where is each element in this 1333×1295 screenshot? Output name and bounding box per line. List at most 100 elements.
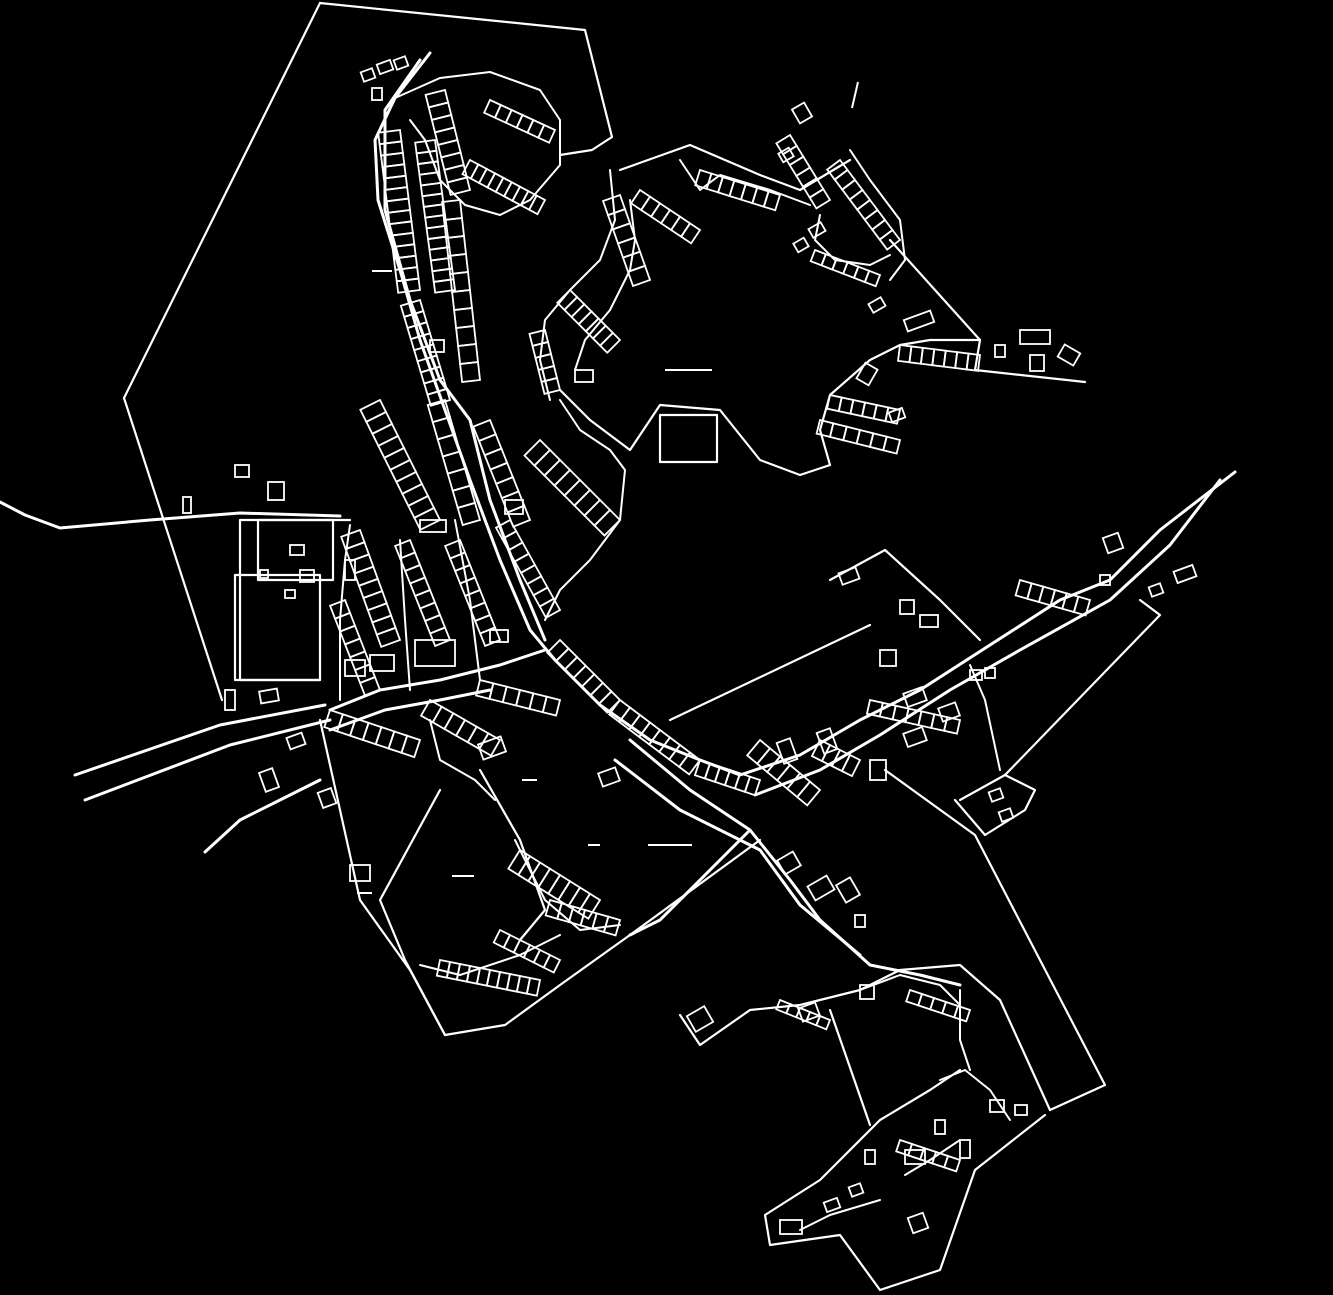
east-boundary <box>668 548 1162 1112</box>
parcel-lot <box>456 501 482 527</box>
parcel-lot <box>762 190 782 212</box>
building-footprint <box>994 344 1006 358</box>
building-footprint <box>854 914 866 928</box>
building-footprint <box>489 629 509 643</box>
building-footprint <box>1147 582 1165 598</box>
building-footprint <box>859 984 875 1000</box>
building-footprint <box>906 1211 930 1235</box>
building-footprint <box>344 559 356 581</box>
building-footprint <box>902 309 936 333</box>
parcel-lot <box>542 953 562 974</box>
parcel-lot <box>459 361 481 383</box>
building-footprint <box>224 689 236 711</box>
building-footprint <box>257 767 281 793</box>
parcel-lot <box>577 892 602 920</box>
parcel-lot <box>795 780 822 807</box>
building-footprint <box>822 1196 842 1214</box>
building-footprint <box>574 369 594 383</box>
area-label-marks <box>357 270 712 894</box>
parcel-lot <box>626 264 652 288</box>
road-stub <box>851 81 859 109</box>
building-footprint <box>685 1004 715 1034</box>
building-footprint <box>359 67 377 83</box>
parcel-lot <box>541 695 562 717</box>
parcel-lot <box>943 716 962 735</box>
building-footprint <box>796 1001 822 1023</box>
building-footprint <box>375 58 395 76</box>
building-footprint <box>1172 563 1198 585</box>
building-footprint <box>834 876 862 904</box>
building-footprint <box>284 589 296 599</box>
building-footprint <box>316 786 338 810</box>
building-footprint <box>1099 574 1111 586</box>
building-footprint <box>899 599 915 615</box>
building-footprint <box>904 1149 926 1165</box>
building-footprint <box>419 519 447 533</box>
building-footprint <box>429 339 445 353</box>
northeast-boundary <box>558 143 1087 477</box>
parcel-lot <box>677 751 702 776</box>
building-footprint <box>959 1139 971 1159</box>
parcel-lot <box>679 222 702 245</box>
building-footprint <box>1056 343 1082 367</box>
parcel-lot <box>808 187 832 210</box>
building-footprint <box>182 496 192 514</box>
building-footprint <box>234 464 250 478</box>
sports-field <box>658 413 719 464</box>
building-footprint <box>775 737 799 765</box>
building-footprint <box>902 685 928 709</box>
parcel-lot <box>455 325 477 347</box>
building-footprint <box>969 669 983 681</box>
building-footprint <box>775 850 803 876</box>
building-footprint <box>258 687 280 705</box>
parcel-lot <box>953 1004 972 1023</box>
building-footprint <box>267 481 285 501</box>
parcel-lot <box>478 732 502 757</box>
parcel-lot <box>537 123 557 144</box>
parcel-layer <box>323 88 1092 1173</box>
parcel-lot <box>432 278 457 294</box>
parcel-lot <box>525 976 542 997</box>
building-footprint <box>987 787 1005 803</box>
parcel-lot <box>478 626 502 648</box>
parcel-lot <box>426 387 452 407</box>
parcel-lot <box>527 194 547 216</box>
parcel-lot <box>598 331 622 355</box>
parcel-lot <box>878 228 902 251</box>
southeast-boundary <box>678 963 1052 1292</box>
parcel-lot <box>457 343 479 365</box>
building-footprint <box>414 639 456 667</box>
parcel-lot <box>446 176 472 196</box>
building-footprint <box>807 220 827 240</box>
parcel-lot <box>395 277 422 294</box>
building-footprint <box>936 701 962 723</box>
parcel-lot <box>602 915 622 937</box>
building-footprint <box>1014 1104 1028 1116</box>
building-layer <box>182 55 1198 1235</box>
northwest-block <box>256 518 335 582</box>
parcel-lot <box>882 435 902 455</box>
road-network <box>0 51 1237 987</box>
building-footprint <box>902 725 928 749</box>
parcel-lot <box>743 775 762 797</box>
building-footprint <box>344 659 366 677</box>
building-footprint <box>289 544 305 556</box>
parcel-lot <box>840 753 862 778</box>
building-footprint <box>1019 329 1051 345</box>
building-footprint <box>1101 531 1125 555</box>
building-footprint <box>790 101 814 125</box>
parcel-lot <box>593 508 622 537</box>
parcel-lot <box>375 626 402 648</box>
building-footprint <box>869 759 887 781</box>
building-footprint <box>369 654 395 672</box>
building-footprint <box>989 1099 1005 1113</box>
open-fields <box>233 413 719 682</box>
building-footprint <box>867 295 887 315</box>
building-footprint <box>887 406 907 424</box>
building-footprint <box>349 864 371 882</box>
building-footprint <box>285 731 307 751</box>
secondary-streets <box>339 71 1011 1231</box>
building-footprint <box>864 1149 876 1165</box>
building-footprint <box>984 667 996 679</box>
